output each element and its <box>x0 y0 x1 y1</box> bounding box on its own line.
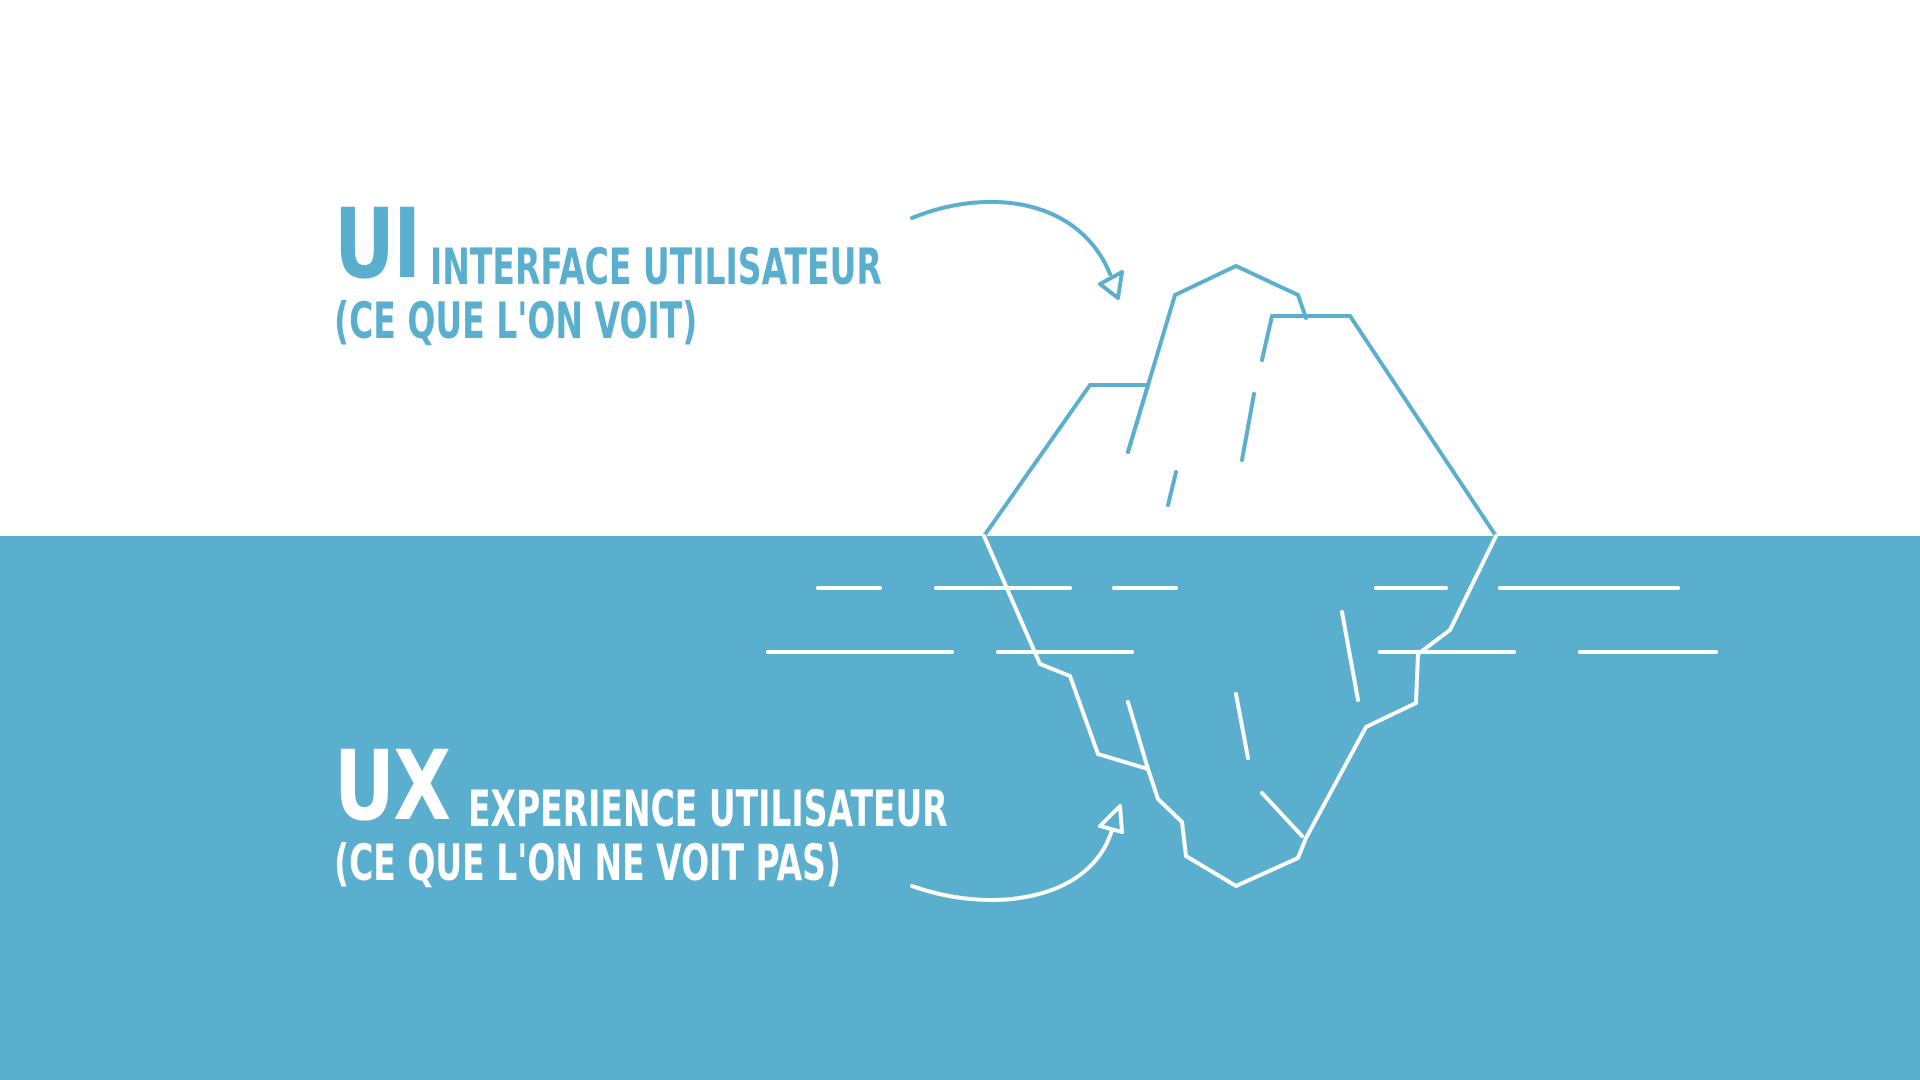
ux-subtitle: (CE QUE L'ON NE VOIT PAS) <box>334 834 841 892</box>
ui-title: INTERFACE UTILISATEUR <box>429 238 882 296</box>
water-lines <box>766 586 1718 654</box>
sea-background <box>0 536 1920 1080</box>
iceberg-bottom-icon <box>982 534 1498 889</box>
ux-acronym: UX <box>334 730 451 842</box>
iceberg-top-icon <box>982 263 1498 538</box>
ui-subtitle: (CE QUE L'ON VOIT) <box>334 292 698 350</box>
bottom-arrow-icon <box>910 804 1124 902</box>
top-arrow-icon <box>910 199 1124 300</box>
ux-title: EXPERIENCE UTILISATEUR <box>467 780 948 838</box>
sky-background <box>0 0 1920 536</box>
ui-acronym: UI <box>334 188 421 300</box>
